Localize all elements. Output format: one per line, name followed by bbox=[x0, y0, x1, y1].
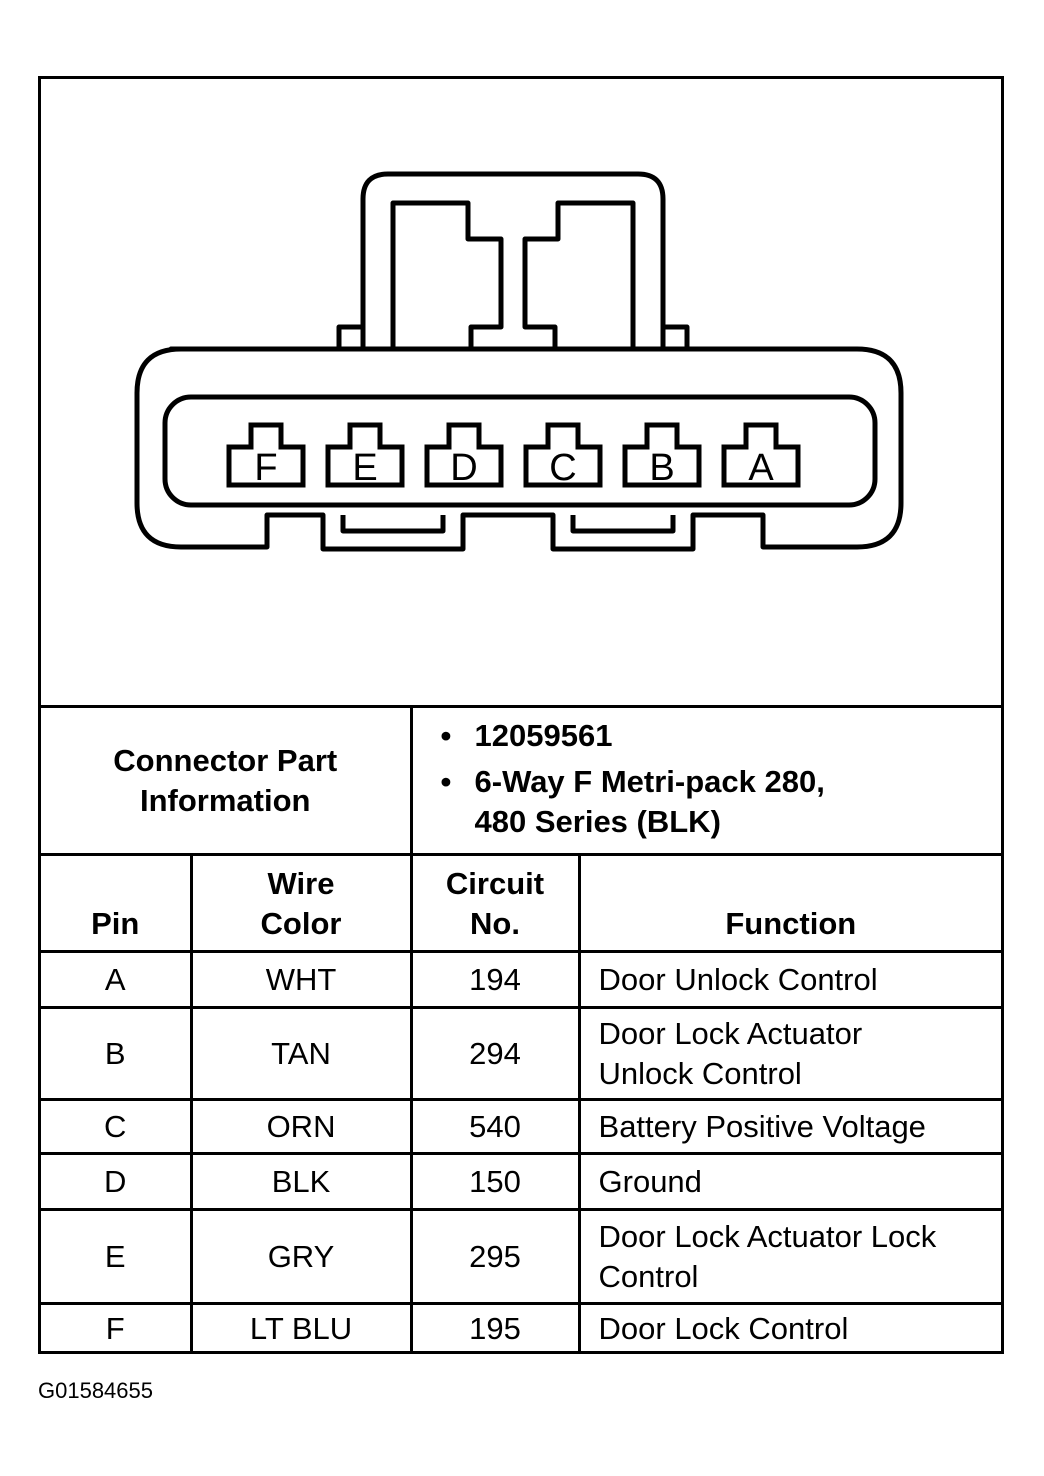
row-wire-color: WHT bbox=[189, 950, 413, 1009]
row-wire-color: BLK bbox=[189, 1152, 413, 1211]
pin-terminal-a bbox=[721, 422, 801, 488]
table-header-row: Pin Wire Color Circuit No. Function bbox=[41, 853, 1002, 953]
row-wire-color: ORN bbox=[189, 1098, 413, 1155]
figure-code: G01584655 bbox=[38, 1378, 153, 1403]
pin-terminal-d bbox=[424, 422, 504, 488]
pin-terminal-f bbox=[226, 422, 306, 488]
row-function: Door Lock Actuator Lock Control bbox=[577, 1208, 1002, 1305]
row-wire-color: GRY bbox=[189, 1208, 413, 1305]
row-circuit: 195 bbox=[409, 1302, 581, 1353]
header-circuit-no: Circuit No. bbox=[409, 853, 581, 953]
latch-shoulders bbox=[336, 324, 690, 349]
part-info-label-text: Connector Part Information bbox=[113, 742, 338, 818]
row-function: Door Lock Actuator Unlock Control bbox=[577, 1006, 1002, 1101]
pin-terminal-c bbox=[523, 422, 603, 488]
connector-info-table: Connector Part Information 12059561 6-Wa… bbox=[41, 705, 1002, 1353]
row-circuit: 540 bbox=[409, 1098, 581, 1155]
row-pin: A bbox=[41, 950, 193, 1009]
part-info-label: Connector Part Information bbox=[41, 705, 413, 856]
part-info-row: Connector Part Information 12059561 6-Wa… bbox=[41, 705, 1002, 856]
table-row: C ORN 540 Battery Positive Voltage bbox=[41, 1098, 1002, 1155]
header-function: Function bbox=[577, 853, 1002, 953]
latch-housing bbox=[360, 171, 666, 347]
pin-label-d: D bbox=[450, 447, 477, 489]
row-wire-color: TAN bbox=[189, 1006, 413, 1101]
row-wire-color: LT BLU bbox=[189, 1302, 413, 1353]
row-function: Ground bbox=[577, 1152, 1002, 1211]
row-circuit: 150 bbox=[409, 1152, 581, 1211]
pin-label-f: F bbox=[254, 447, 277, 489]
row-circuit: 194 bbox=[409, 950, 581, 1009]
connector-body-outer bbox=[134, 346, 904, 552]
row-pin: D bbox=[41, 1152, 193, 1211]
row-pin: E bbox=[41, 1208, 193, 1305]
row-pin: F bbox=[41, 1302, 193, 1353]
pin-label-e: E bbox=[352, 447, 377, 489]
part-description: 6-Way F Metri-pack 280, 480 Series (BLK) bbox=[441, 762, 1002, 842]
header-pin: Pin bbox=[41, 853, 193, 953]
table-row: F LT BLU 195 Door Lock Control bbox=[41, 1302, 1002, 1353]
header-wire-color: Wire Color bbox=[189, 853, 413, 953]
row-function: Door Lock Control bbox=[577, 1302, 1002, 1353]
key-right bbox=[570, 515, 676, 534]
pin-terminal-b bbox=[622, 422, 702, 488]
pin-label-c: C bbox=[549, 447, 576, 489]
table-row: B TAN 294 Door Lock Actuator Unlock Cont… bbox=[41, 1006, 1002, 1101]
pin-label-b: B bbox=[649, 447, 674, 489]
pin-label-a: A bbox=[748, 447, 774, 489]
row-function: Battery Positive Voltage bbox=[577, 1098, 1002, 1155]
part-number: 12059561 bbox=[441, 716, 1002, 756]
row-circuit: 295 bbox=[409, 1208, 581, 1305]
table-row: A WHT 194 Door Unlock Control bbox=[41, 950, 1002, 1009]
row-circuit: 294 bbox=[409, 1006, 581, 1101]
latch-inner bbox=[390, 200, 636, 347]
key-left bbox=[340, 515, 446, 534]
table-row: D BLK 150 Ground bbox=[41, 1152, 1002, 1211]
pin-terminal-e bbox=[325, 422, 405, 488]
row-pin: C bbox=[41, 1098, 193, 1155]
row-function: Door Unlock Control bbox=[577, 950, 1002, 1009]
terminal-cavity bbox=[162, 394, 878, 508]
row-pin: B bbox=[41, 1006, 193, 1101]
table-row: E GRY 295 Door Lock Actuator Lock Contro… bbox=[41, 1208, 1002, 1305]
part-info-details: 12059561 6-Way F Metri-pack 280, 480 Ser… bbox=[409, 705, 1002, 856]
